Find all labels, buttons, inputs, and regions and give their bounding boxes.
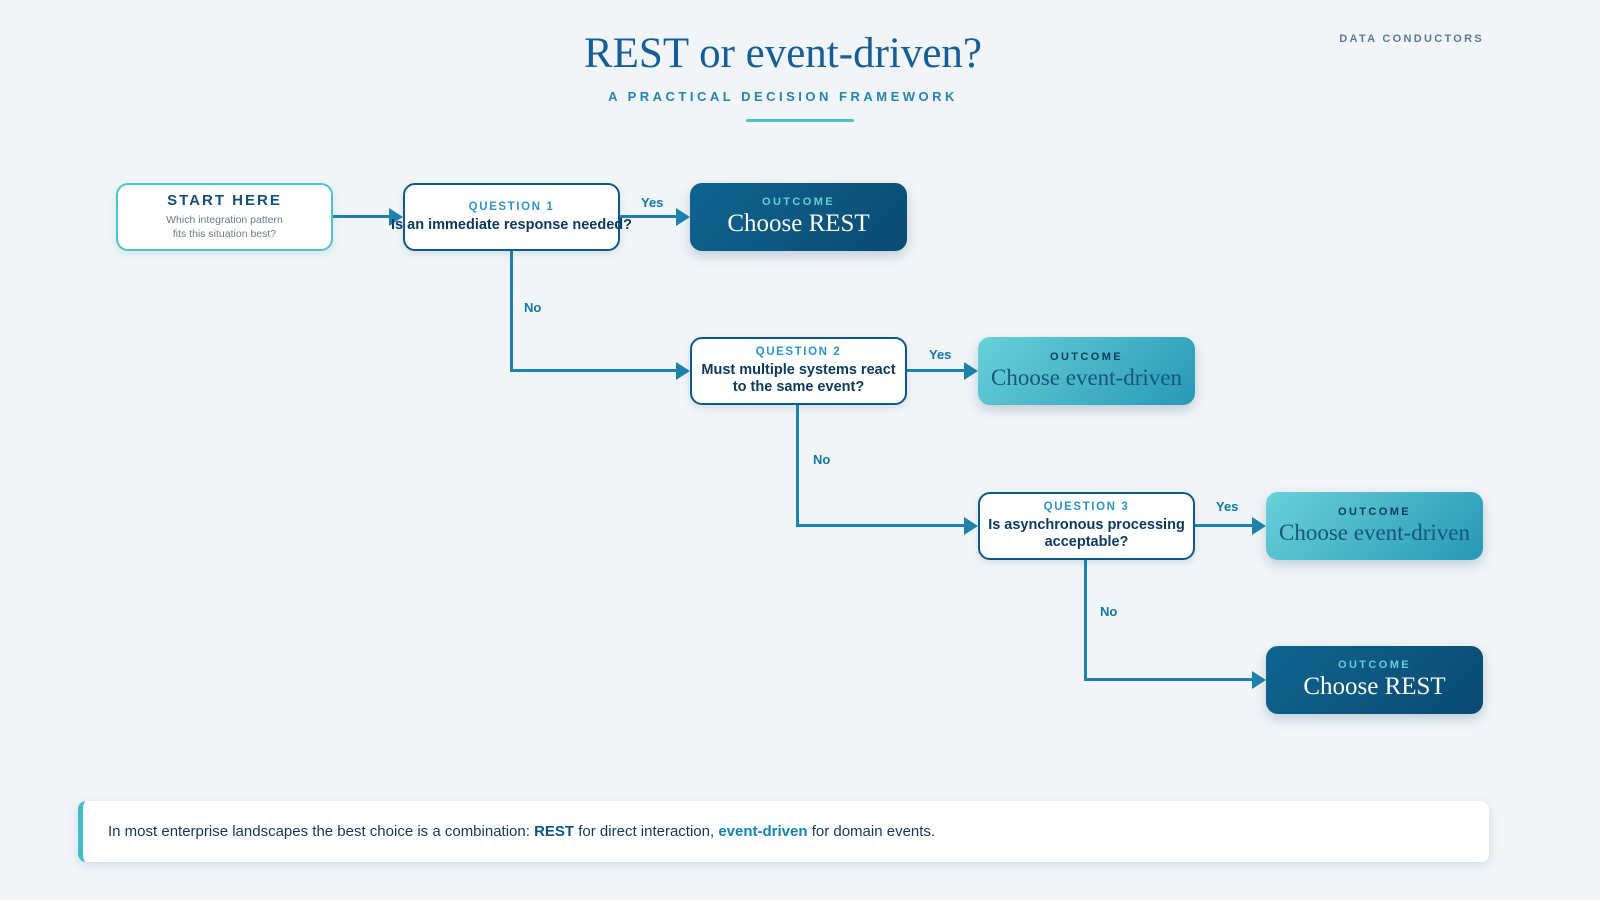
arrowhead-q1-no: [676, 362, 690, 380]
question-2-node: QUESTION 2 Must multiple systems react t…: [690, 337, 907, 405]
start-caption-line-2: fits this situation best?: [172, 228, 277, 240]
outcome-3-text: Choose event-driven: [1279, 520, 1470, 546]
connector-q1-no-vertical: [510, 251, 513, 372]
outcome-2-label: OUTCOME: [1049, 351, 1124, 364]
start-node-title: START HERE: [167, 192, 282, 210]
connector-q3-yes: [1195, 524, 1252, 527]
summary-callout: In most enterprise landscapes the best c…: [78, 801, 1489, 862]
connector-q2-no-horizontal: [796, 524, 964, 527]
start-node-caption: Which integration pattern fits this situ…: [166, 214, 283, 241]
outcome-3-label: OUTCOME: [1337, 506, 1412, 519]
summary-text-after: for domain events.: [807, 823, 936, 840]
arrowhead-q2-no: [964, 517, 978, 535]
brand-label: DATA CONDUCTORS: [1339, 33, 1484, 45]
connector-q2-yes: [907, 369, 964, 372]
question-2-label: QUESTION 2: [755, 346, 842, 359]
outcome-event-1-node: OUTCOME Choose event-driven: [978, 337, 1195, 405]
outcome-1-label: OUTCOME: [761, 196, 836, 209]
arrowhead-q3-yes: [1252, 517, 1266, 535]
edge-label-q2-no: No: [813, 452, 831, 467]
question-3-node: QUESTION 3 Is asynchronous processing ac…: [978, 492, 1195, 560]
outcome-rest-1-node: OUTCOME Choose REST: [690, 183, 907, 251]
connector-q1-yes: [620, 215, 676, 218]
arrowhead-q2-yes: [964, 362, 978, 380]
arrowhead-q3-no: [1252, 671, 1266, 689]
outcome-4-text: Choose REST: [1303, 673, 1446, 701]
start-node: START HERE Which integration pattern fit…: [116, 183, 333, 251]
question-1-label: QUESTION 1: [468, 200, 555, 213]
question-3-line-1: Is asynchronous processing: [988, 517, 1185, 534]
outcome-event-2-node: OUTCOME Choose event-driven: [1266, 492, 1483, 560]
question-2-line-1: Must multiple systems react: [701, 362, 896, 379]
arrowhead-q1-yes: [676, 208, 690, 226]
connector-q3-no-horizontal: [1084, 678, 1252, 681]
edge-label-q3-no: No: [1100, 604, 1118, 619]
page-header: REST or event-driven? A PRACTICAL DECISI…: [0, 30, 1566, 104]
connector-q3-no-vertical: [1084, 560, 1087, 681]
edge-label-q3-yes: Yes: [1216, 499, 1239, 514]
question-2-text: Must multiple systems react to the same …: [701, 362, 895, 395]
question-3-label: QUESTION 3: [1043, 501, 1130, 514]
page-subtitle: A PRACTICAL DECISION FRAMEWORK: [608, 89, 958, 105]
edge-label-q1-no: No: [524, 300, 542, 315]
start-caption-line-1: Which integration pattern: [166, 214, 283, 227]
summary-text: In most enterprise landscapes the best c…: [108, 823, 935, 840]
connector-start-q1: [333, 215, 389, 218]
question-1-node: QUESTION 1 Is an immediate response need…: [391, 183, 632, 251]
question-3-text: Is asynchronous processing acceptable?: [988, 517, 1185, 550]
question-2-line-2: to the same event?: [732, 379, 865, 395]
question-3-line-2: acceptable?: [1044, 534, 1129, 550]
summary-highlight-event: event-driven: [718, 823, 808, 840]
outcome-1-text: Choose REST: [727, 210, 870, 238]
connector-q1-no-horizontal: [510, 369, 676, 372]
question-1-text: Is an immediate response needed?: [391, 216, 632, 233]
summary-highlight-rest: REST: [534, 823, 575, 840]
summary-text-before: In most enterprise landscapes the best c…: [108, 823, 535, 840]
arrowhead-start-q1: [389, 208, 403, 226]
summary-text-middle: for direct interaction,: [574, 823, 719, 840]
outcome-4-label: OUTCOME: [1337, 659, 1412, 672]
edge-label-q2-yes: Yes: [929, 347, 952, 362]
connector-q2-no-vertical: [796, 405, 799, 527]
outcome-2-text: Choose event-driven: [991, 365, 1182, 391]
page-title: REST or event-driven?: [583, 30, 983, 77]
outcome-rest-2-node: OUTCOME Choose REST: [1266, 646, 1483, 714]
edge-label-q1-yes: Yes: [641, 195, 664, 210]
subtitle-underline: [746, 119, 854, 122]
